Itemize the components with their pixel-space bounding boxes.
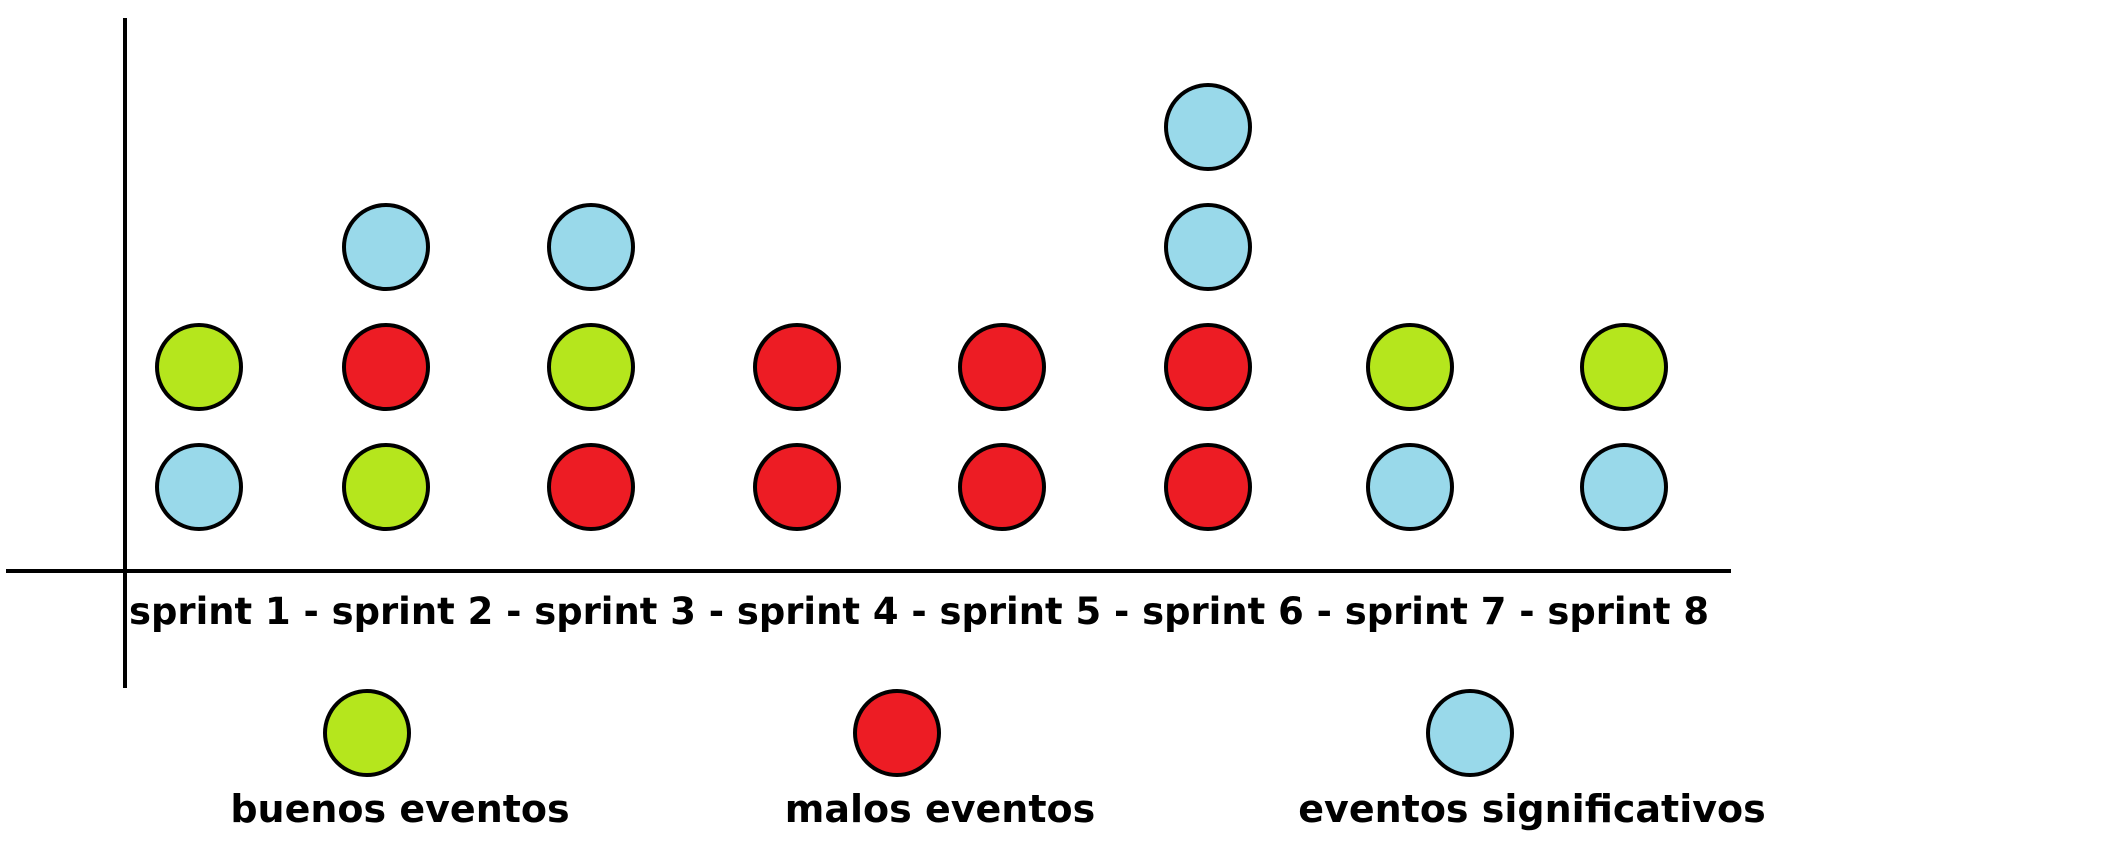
event-dot-sprint-2-1	[342, 443, 430, 531]
event-dot-sprint-3-1	[547, 443, 635, 531]
event-dot-sprint-4-2	[753, 323, 841, 411]
event-dot-sprint-1-1	[155, 443, 243, 531]
event-dot-sprint-2-2	[342, 323, 430, 411]
event-dot-sprint-3-3	[547, 203, 635, 291]
event-dot-sprint-2-3	[342, 203, 430, 291]
event-dot-sprint-8-2	[1580, 323, 1668, 411]
legend-label-good: buenos eventos	[230, 787, 569, 831]
event-dot-sprint-6-1	[1164, 443, 1252, 531]
event-dot-sprint-4-1	[753, 443, 841, 531]
event-dot-sprint-6-2	[1164, 323, 1252, 411]
event-dot-sprint-7-1	[1366, 443, 1454, 531]
event-dot-sprint-3-2	[547, 323, 635, 411]
legend-label-bad: malos eventos	[785, 787, 1095, 831]
legend-swatch-bad	[853, 689, 941, 777]
event-dot-sprint-6-4	[1164, 83, 1252, 171]
x-axis-label: sprint 1 - sprint 2 - sprint 3 - sprint …	[129, 590, 1709, 633]
event-dot-sprint-6-3	[1164, 203, 1252, 291]
event-dot-sprint-8-1	[1580, 443, 1668, 531]
event-dot-sprint-7-2	[1366, 323, 1454, 411]
event-dot-sprint-5-1	[958, 443, 1046, 531]
event-dot-sprint-1-2	[155, 323, 243, 411]
event-dot-sprint-5-2	[958, 323, 1046, 411]
legend-swatch-significant	[1426, 689, 1514, 777]
legend-swatch-good	[323, 689, 411, 777]
dot-marks	[155, 83, 1668, 531]
legend-label-significant: eventos significativos	[1298, 787, 1765, 831]
legend: buenos eventos malos eventos eventos signi…	[230, 689, 1766, 831]
